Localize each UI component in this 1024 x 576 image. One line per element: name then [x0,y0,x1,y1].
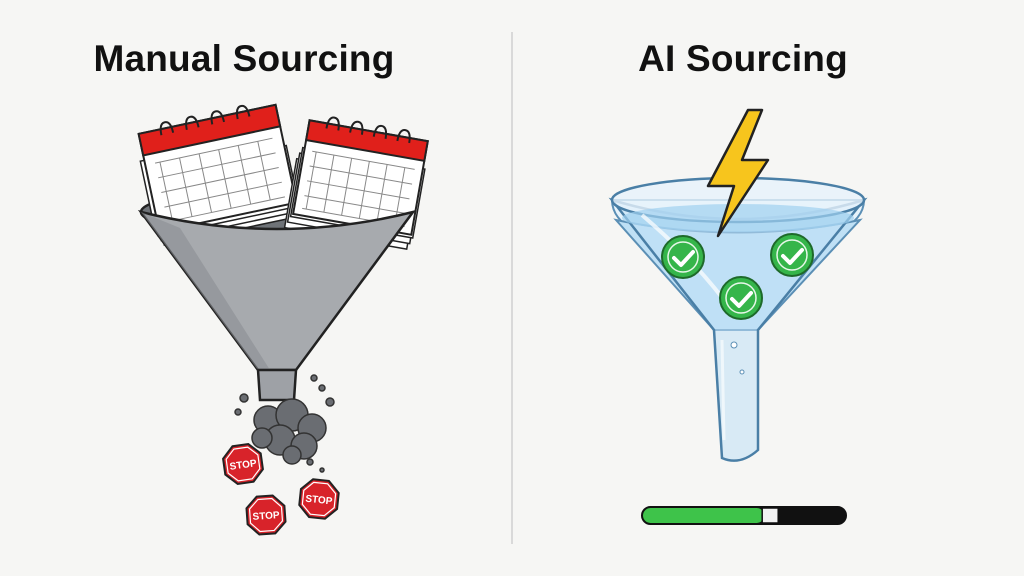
manual-sourcing-panel: Manual Sourcing [93,38,429,536]
calendar-stack-left [137,103,303,246]
stop-sign-2: STOP [298,478,340,520]
check-icon-2 [770,233,814,277]
stop-sign-1: STOP [222,443,264,485]
progress-marker [761,507,779,524]
funnel-spout [256,368,298,402]
ai-sourcing-title: AI Sourcing [638,38,848,79]
ai-sourcing-panel: AI Sourcing [512,0,1024,576]
stop-sign-1-label: STOP [229,458,258,473]
check-icon-1 [661,235,705,279]
clog-cloud [234,374,335,473]
check-icon-3 [719,276,763,320]
stop-sign-2-label: STOP [305,494,333,508]
panel-divider [511,32,513,544]
manual-sourcing-illustration: STOP STOP STOP [137,103,429,536]
manual-sourcing-title: Manual Sourcing [93,38,395,79]
funnel-cone [137,209,417,372]
calendar-stack-right [283,116,429,251]
stop-sign-3-label: STOP [252,510,280,523]
lightning-bolt-icon [706,108,770,238]
glass-funnel [608,197,868,462]
stop-sign-3: STOP [245,494,287,536]
progress-fill [643,508,765,523]
progress-bar [641,506,847,525]
ai-sourcing-illustration [608,108,868,525]
